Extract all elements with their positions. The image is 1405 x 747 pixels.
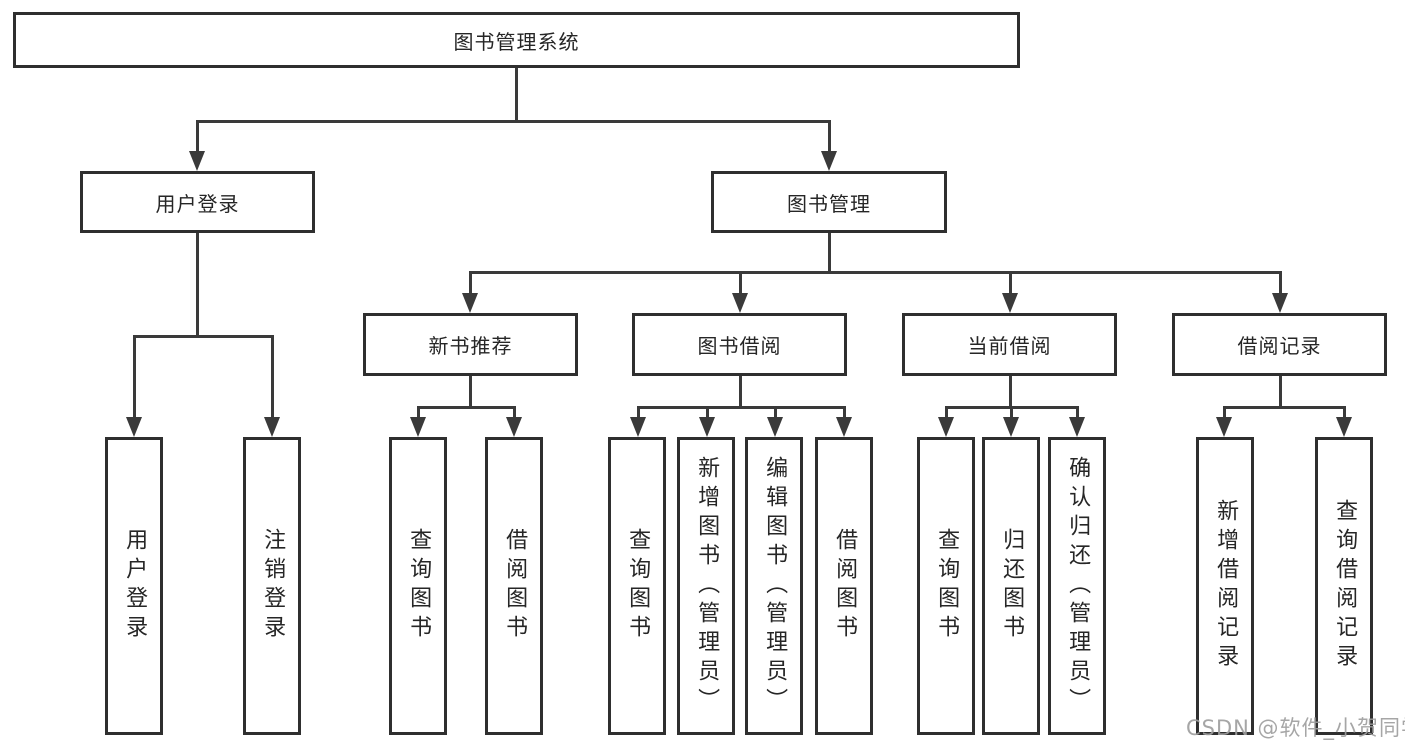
- connector-to-book-borrow: [739, 271, 742, 295]
- arrow-down-icon: [767, 417, 783, 437]
- connector-to-leaf: [417, 406, 420, 419]
- leaf-edit-book-admin: 编辑图书（管理员）: [745, 437, 803, 735]
- arrow-down-icon: [506, 417, 522, 437]
- connector-to-current-borrow: [1009, 271, 1012, 295]
- connector-to-new-book-recommend: [469, 271, 472, 295]
- connector-to-leaf-user-login: [133, 335, 136, 419]
- leaf-logout: 注销登录: [243, 437, 301, 735]
- leaf-borrow-books: 借阅图书: [815, 437, 873, 735]
- connector-to-user-login: [196, 120, 199, 153]
- arrow-down-icon: [821, 151, 837, 171]
- arrow-down-icon: [1002, 293, 1018, 313]
- arrow-down-icon: [462, 293, 478, 313]
- connector-current-stem: [1009, 376, 1012, 406]
- connector-to-leaf: [843, 406, 846, 419]
- connector-borrow-stem: [739, 376, 742, 406]
- leaf-query-books-borrow: 查询图书: [608, 437, 666, 735]
- leaf-add-book-admin: 新增图书（管理员）: [677, 437, 735, 735]
- node-user-login: 用户登录: [80, 171, 315, 233]
- node-borrow-records: 借阅记录: [1172, 313, 1387, 376]
- node-new-book-recommend: 新书推荐: [363, 313, 578, 376]
- node-book-management: 图书管理: [711, 171, 947, 233]
- arrow-down-icon: [264, 417, 280, 437]
- arrow-down-icon: [126, 417, 142, 437]
- connector-root-stem: [515, 68, 518, 120]
- node-book-borrow: 图书借阅: [632, 313, 847, 376]
- arrow-down-icon: [189, 151, 205, 171]
- connector-book-management-stem: [828, 233, 831, 273]
- connector-to-leaf: [1076, 406, 1079, 419]
- arrow-down-icon: [1003, 417, 1019, 437]
- connector-to-borrow-records: [1279, 271, 1282, 295]
- leaf-return-books: 归还图书: [982, 437, 1040, 735]
- arrow-down-icon: [630, 417, 646, 437]
- connector-to-leaf: [1223, 406, 1226, 419]
- arrow-down-icon: [1216, 417, 1232, 437]
- connector-to-leaf: [706, 406, 709, 419]
- leaf-borrow-books-recommend: 借阅图书: [485, 437, 543, 735]
- connector-recommend-split: [418, 406, 515, 409]
- node-root-system: 图书管理系统: [13, 12, 1020, 68]
- leaf-user-login: 用户登录: [105, 437, 163, 735]
- leaf-confirm-return-admin: 确认归还（管理员）: [1048, 437, 1106, 735]
- connector-to-leaf: [945, 406, 948, 419]
- arrow-down-icon: [836, 417, 852, 437]
- connector-user-login-split: [134, 335, 273, 338]
- connector-records-stem: [1279, 376, 1282, 406]
- connector-level3-split: [470, 271, 1281, 274]
- connector-to-leaf: [1343, 406, 1346, 419]
- leaf-add-borrow-record: 新增借阅记录: [1196, 437, 1254, 735]
- connector-user-login-stem: [196, 233, 199, 335]
- leaf-query-books-current: 查询图书: [917, 437, 975, 735]
- arrow-down-icon: [1272, 293, 1288, 313]
- connector-to-leaf: [637, 406, 640, 419]
- connector-to-leaf-logout: [271, 335, 274, 419]
- arrow-down-icon: [938, 417, 954, 437]
- leaf-query-books-recommend: 查询图书: [389, 437, 447, 735]
- connector-borrow-split: [638, 406, 845, 409]
- arrow-down-icon: [699, 417, 715, 437]
- connector-records-split: [1224, 406, 1345, 409]
- connector-to-leaf: [513, 406, 516, 419]
- arrow-down-icon: [410, 417, 426, 437]
- connector-to-leaf: [774, 406, 777, 419]
- connector-to-book-management: [828, 120, 831, 153]
- arrow-down-icon: [1069, 417, 1085, 437]
- arrow-down-icon: [1336, 417, 1352, 437]
- node-current-borrow: 当前借阅: [902, 313, 1117, 376]
- watermark-text: CSDN @软件_小贺同学: [1186, 716, 1405, 740]
- connector-level2-split: [197, 120, 830, 123]
- connector-recommend-stem: [469, 376, 472, 406]
- connector-to-leaf: [1010, 406, 1013, 419]
- leaf-query-borrow-record: 查询借阅记录: [1315, 437, 1373, 735]
- arrow-down-icon: [732, 293, 748, 313]
